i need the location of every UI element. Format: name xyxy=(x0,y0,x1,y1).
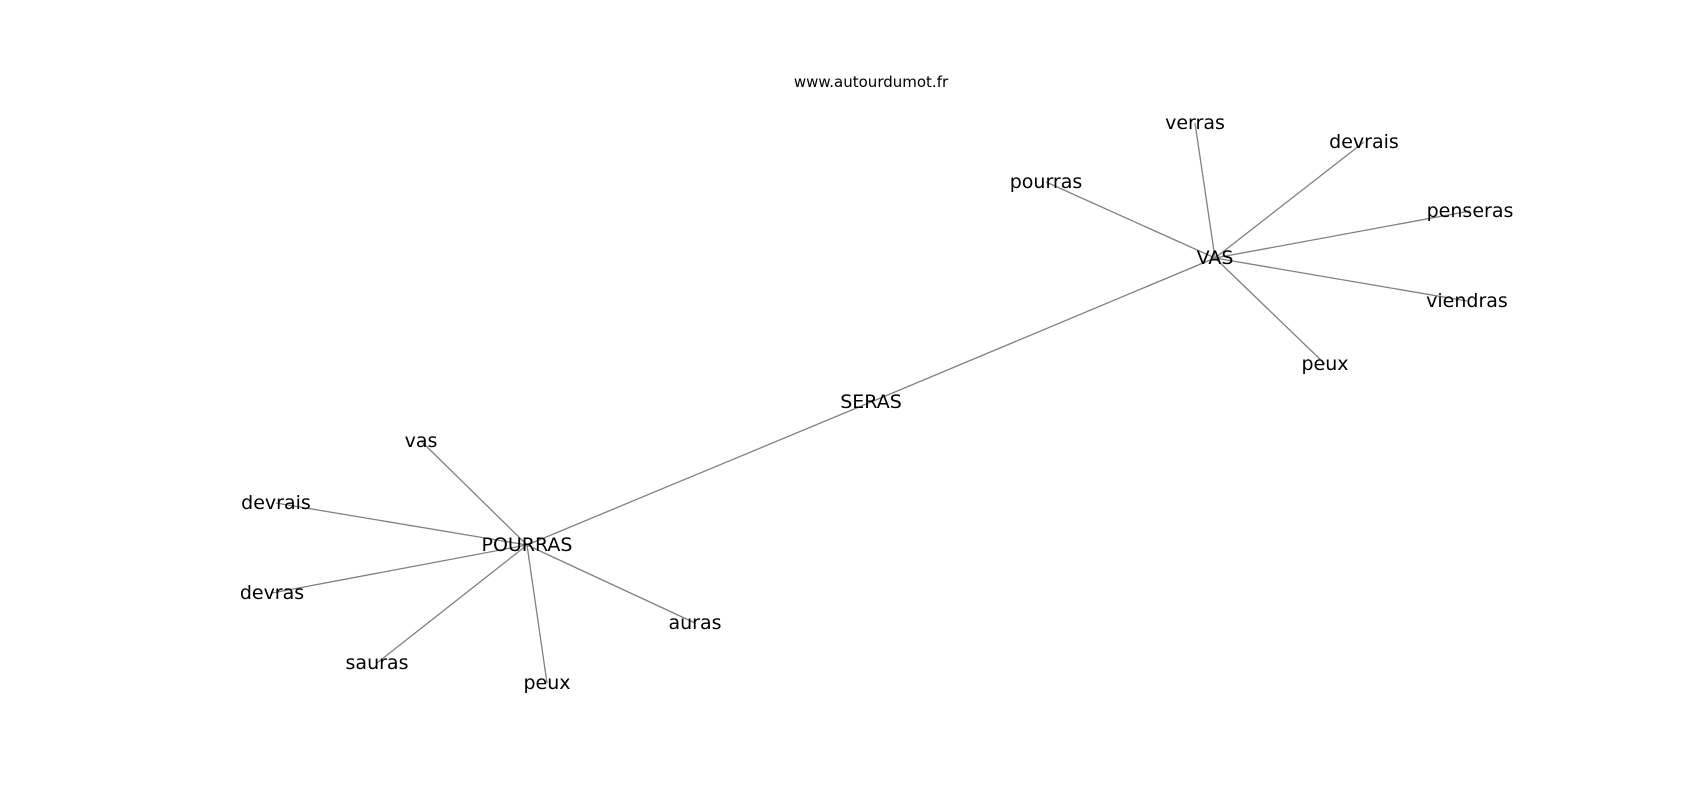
node-label-viendras: viendras xyxy=(1426,290,1508,312)
node-label-devrais-bottom: devrais xyxy=(241,492,311,514)
node-label-verras: verras xyxy=(1165,112,1225,134)
nodes-layer: SERAS VAS POURRAS verras devrais pourras pense… xyxy=(240,112,1514,694)
edge-pourras-hub-vas-bottom xyxy=(420,440,528,546)
edge-pourras-hub-peux-bottom xyxy=(526,544,548,684)
node-label-peux-top: peux xyxy=(1301,353,1348,375)
node-label-sauras: sauras xyxy=(346,652,409,674)
node-label-devrais-top: devrais xyxy=(1329,131,1399,153)
node-label-auras: auras xyxy=(668,612,721,634)
node-label-devras: devras xyxy=(240,582,304,604)
edge-vas-hub-pourras-top xyxy=(1045,181,1216,259)
node-label-vas-hub: VAS xyxy=(1197,247,1234,269)
edge-vas-hub-penseras xyxy=(1214,210,1471,259)
edge-pourras-hub-devrais-bottom xyxy=(275,502,528,546)
node-label-penseras: penseras xyxy=(1427,200,1514,222)
edge-seras-vas-hub xyxy=(870,257,1216,403)
watermark-text: www.autourdumot.fr xyxy=(794,73,949,91)
edge-vas-hub-devrais-top xyxy=(1214,141,1365,259)
edge-vas-hub-verras xyxy=(1194,122,1216,259)
node-label-pourras-hub: POURRAS xyxy=(481,534,572,556)
node-label-vas-bottom: vas xyxy=(405,430,438,452)
node-label-seras: SERAS xyxy=(840,391,902,413)
edge-vas-hub-viendras xyxy=(1214,257,1468,302)
edges-layer xyxy=(271,122,1471,684)
edge-seras-pourras-hub xyxy=(526,401,872,546)
edge-pourras-hub-devras xyxy=(271,544,528,594)
edge-pourras-hub-auras xyxy=(526,544,696,624)
edge-pourras-hub-sauras xyxy=(376,544,528,664)
node-label-pourras-top: pourras xyxy=(1010,171,1083,193)
edge-vas-hub-peux-top xyxy=(1214,257,1326,365)
node-label-peux-bottom: peux xyxy=(523,672,570,694)
